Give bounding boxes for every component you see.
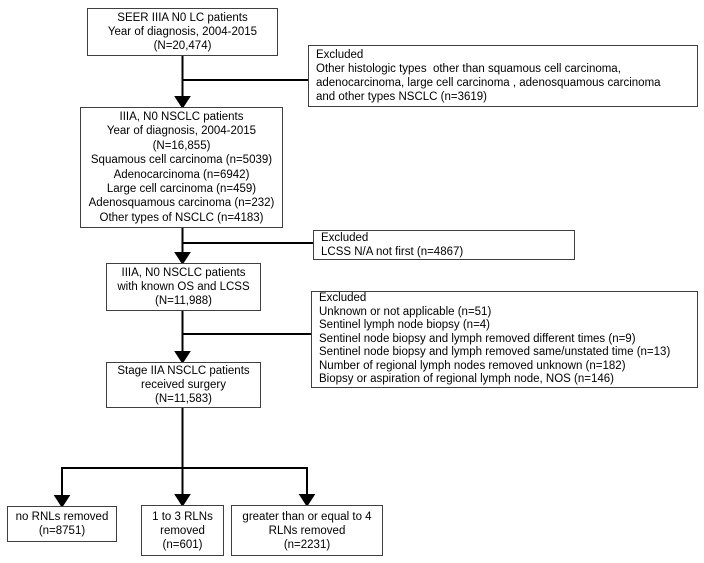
box-text-line: (n=2231)	[283, 538, 331, 551]
box-text-line: Biopsy or aspiration of regional lymph n…	[319, 373, 615, 386]
box-text-line: (N=16,855)	[152, 139, 211, 152]
box-text-line: Sentinel node biopsy and lymph removed d…	[319, 332, 636, 345]
box-text-line: Excluded	[321, 232, 369, 244]
box-text-line: and other types NSCLC (n=3619)	[316, 91, 488, 103]
arrow-nsclc-to-known-head	[174, 252, 191, 265]
box-text-line: (n=601)	[162, 538, 203, 551]
box-text-line: Unknown or not applicable (n=51)	[319, 305, 492, 318]
box-text-line: Sentinel node biopsy and lymph removed s…	[319, 346, 671, 359]
box-text-line: RLNs removed	[268, 524, 346, 537]
arrow-known-to-surgery-head	[174, 351, 191, 364]
box-received-surgery: Stage IIA NSCLC patients received surgery…	[106, 362, 261, 408]
box-text-line: with known OS and LCSS	[117, 281, 250, 293]
box-text-line: Number of regional lymph nodes removed u…	[319, 359, 626, 372]
box-known-os-lcss: IIIA, N0 NSCLC patients with known OS and…	[106, 263, 261, 311]
arrow-split-to-ge4-rlns-head	[298, 494, 316, 507]
box-text-line: LCSS N/A not first (n=4867)	[321, 246, 464, 258]
box-text-line: Stage IIA NSCLC patients	[117, 365, 250, 377]
box-text-line: adenocarcinoma, large cell carcinoma , a…	[316, 77, 661, 89]
box-text-line: (N=20,474)	[153, 40, 212, 52]
box-text-line: (N=11,988)	[154, 295, 212, 307]
box-text-line: Excluded	[319, 291, 367, 304]
box-text-line: Excluded	[316, 49, 364, 61]
box-text-line: (N=11,583)	[154, 393, 212, 405]
box-no-rnls-removed: no RNLs removed (n=8751)	[7, 506, 117, 542]
box-text-line: received surgery	[140, 379, 226, 391]
box-text-line: greater than or equal to 4	[242, 510, 372, 523]
box-text-line: 1 to 3 RLNs	[152, 510, 213, 523]
box-text-line: Large cell carcinoma (n=459)	[106, 182, 257, 195]
box-text-line: Adenosquamous carcinoma (n=232)	[88, 197, 275, 210]
box-text-line: Other histologic types other than squamo…	[316, 63, 621, 75]
box-text-line: SEER IIIA N0 LC patients	[117, 12, 248, 24]
box-text-line: IIIA, N0 NSCLC patients	[119, 110, 244, 123]
arrow-seer-to-nsclc-head	[174, 96, 191, 109]
box-text-line: Squamous cell carcinoma (n=5039)	[90, 154, 273, 167]
box-text-line: Adenocarcinoma (n=6942)	[113, 168, 250, 181]
arrow-split-to-1-3-rlns-head	[174, 494, 191, 507]
box-text-line: (n=8751)	[38, 525, 86, 537]
box-text-line: no RNLs removed	[15, 511, 109, 523]
box-text-line: removed	[160, 524, 205, 537]
box-text-line: Sentinel lymph node biopsy (n=4)	[319, 319, 491, 332]
box-text-line: Year of diagnosis, 2004-2015	[107, 26, 258, 38]
arrow-split-to-no-rnls-head	[53, 495, 71, 508]
box-text-line: Other types of NSCLC (n=4183)	[99, 211, 264, 224]
box-text-line: Year of diagnosis, 2004-2015	[106, 125, 257, 138]
box-text-line: IIIA, N0 NSCLC patients	[121, 267, 246, 279]
